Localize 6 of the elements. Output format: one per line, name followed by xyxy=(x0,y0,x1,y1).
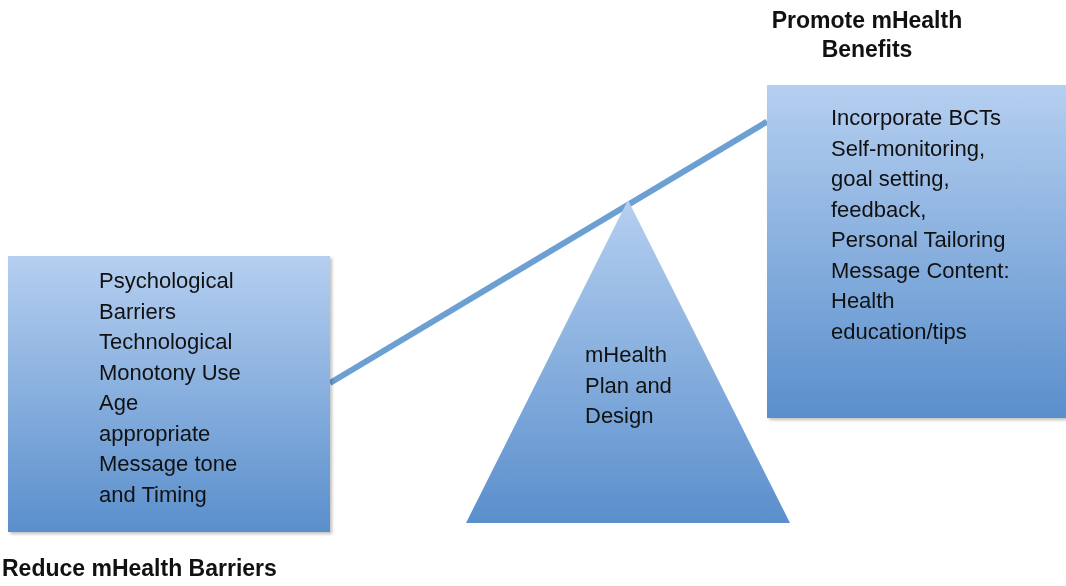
box-heading: Promote mHealth Benefits xyxy=(770,6,964,64)
triangle-label: mHealth Plan and Design xyxy=(585,341,673,430)
box-heading: Reduce mHealth Barriers xyxy=(2,554,278,583)
box-text: Psychological Barriers Technological Monotony Use Age appropriate Message tone and Timing xyxy=(99,267,242,509)
box-text: Incorporate BCTs Self-monitoring, goal setting, feedback, Personal Tailoring Message Content: Health education/tips xyxy=(831,104,1011,346)
fulcrum-triangle xyxy=(466,200,790,523)
